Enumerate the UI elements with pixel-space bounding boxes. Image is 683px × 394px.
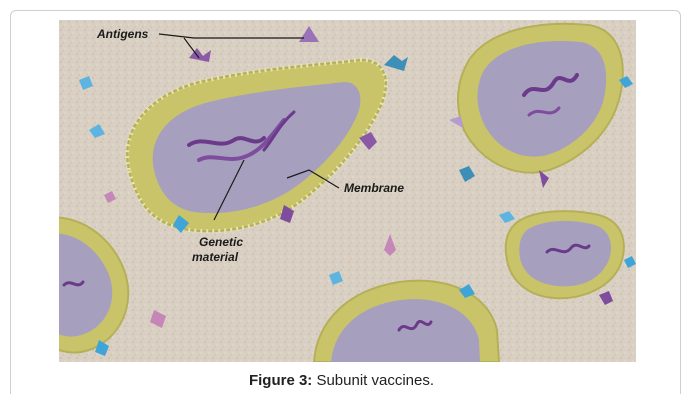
caption-prefix: Figure 3:	[249, 372, 312, 389]
caption-text: Subunit vaccines.	[312, 372, 434, 389]
figure-illustration: Antigens Membrane Genetic material	[59, 20, 636, 362]
label-genetic-line1: Genetic	[199, 235, 243, 249]
figure-caption: Figure 3: Subunit vaccines.	[0, 371, 683, 391]
label-membrane: Membrane	[344, 181, 404, 195]
label-genetic-line2: material	[192, 250, 239, 264]
label-antigens: Antigens	[96, 27, 149, 41]
